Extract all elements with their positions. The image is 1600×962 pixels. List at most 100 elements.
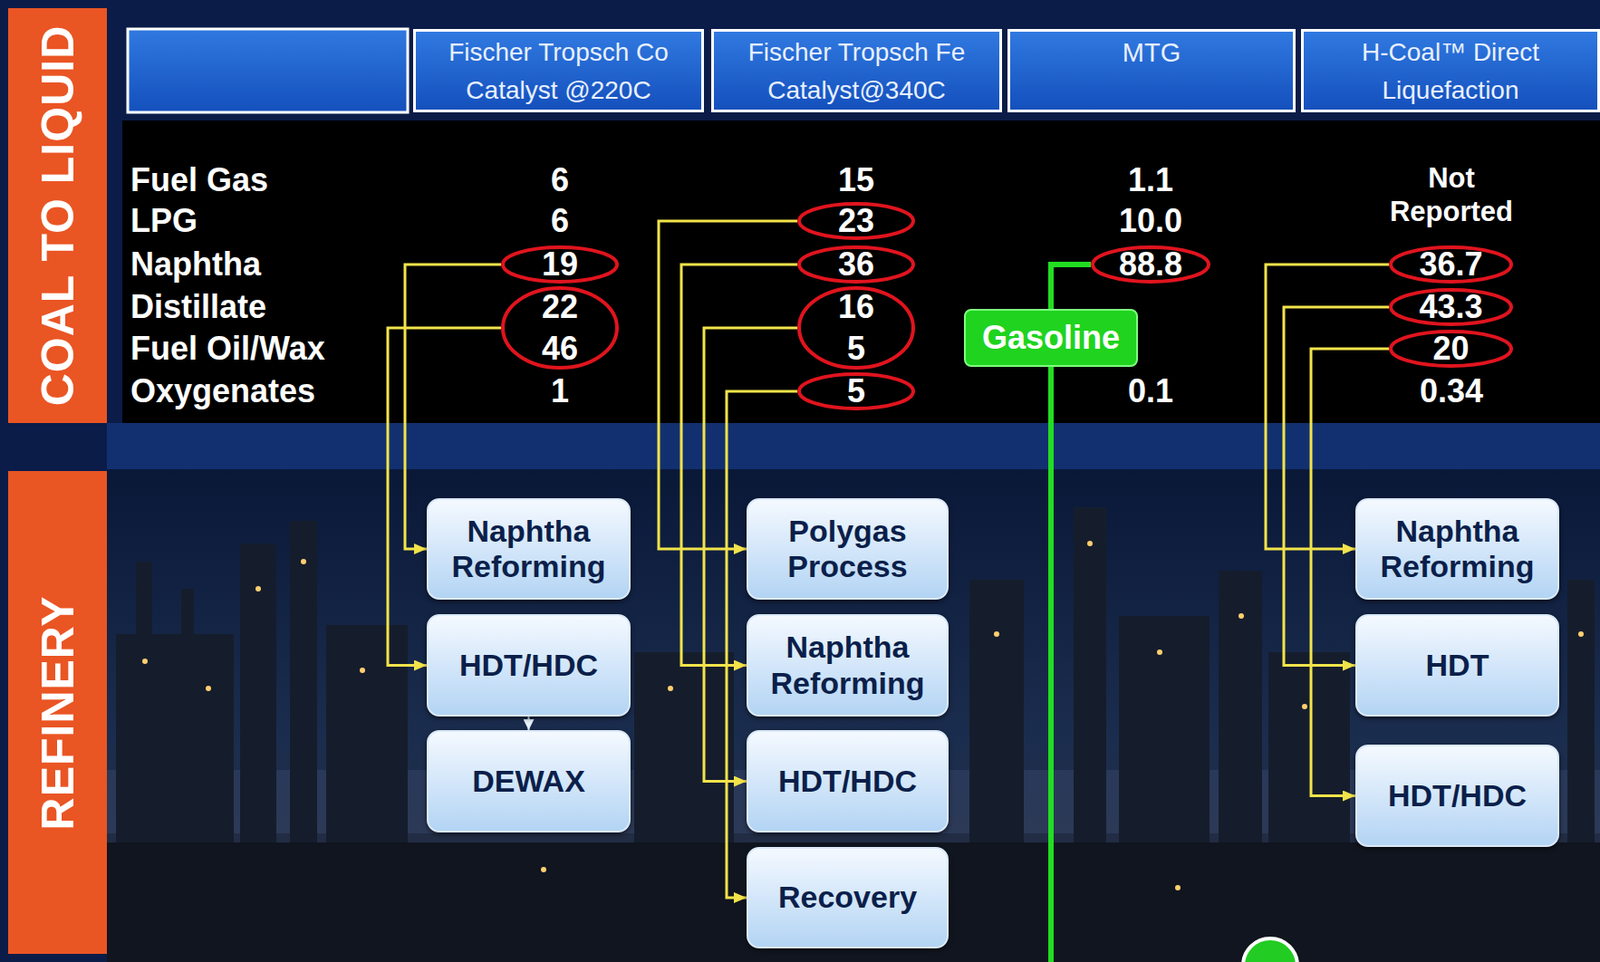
table-cell: 0.1 [1127,373,1174,410]
row-label: Fuel Gas [130,162,269,199]
table-cell: 1.1 [1127,162,1174,199]
row-label: Distillate [130,289,267,326]
process-box: Naphtha Reforming [746,614,949,717]
blank-header-cell [127,28,408,113]
highlight-ring: 36 [797,245,916,284]
node-label: Naphtha Reforming [755,629,940,701]
light [1175,885,1181,891]
light [300,559,307,565]
node-label: HDT/HDC [459,647,598,684]
highlight-ring: 36.7 [1388,245,1514,284]
light [667,685,674,692]
value-number: 5 [847,370,866,413]
process-box: Naphtha Reforming [426,498,631,600]
node-label: HDT [1426,647,1490,684]
ground [106,842,1600,962]
highlight-ring: 165 [797,286,916,370]
process-box: Naphtha Reforming [1355,498,1560,600]
light [540,867,547,873]
value-number: 19 [541,243,579,286]
section-band: REFINERY [8,471,107,955]
green-icon [1243,938,1298,962]
row-label: Naphtha [130,246,261,283]
gasoline-line [1048,366,1054,962]
node-label: Naphtha Reforming [1364,513,1551,585]
flow-connector [681,264,798,666]
light [1087,540,1093,547]
node-label: MTG [1122,33,1181,74]
table-cell: 0.34 [1419,373,1484,410]
row-label: Fuel Oil/Wax [130,330,326,367]
process-box: Polygas Process [746,498,949,600]
column-header: Fischer Tropsch Fe Catalyst@340C [711,28,1003,113]
table-cell: 6 [550,202,569,240]
value-number: 36 [838,243,875,286]
light [1156,649,1163,656]
light [142,658,148,665]
node-label: Polygas Process [755,513,940,585]
light [255,586,261,592]
process-box: HDT/HDC [1355,744,1560,848]
refinery-photo [106,469,1600,962]
process-box: DEWAX [426,730,631,833]
value-number: 20 [1432,327,1469,370]
column-header: MTG [1007,28,1296,113]
table-cell: 6 [550,162,569,199]
value-number: 36.7 [1418,243,1483,286]
value-number: 22 [541,286,579,328]
highlight-ring: 23 [797,202,916,241]
table-cell: 10.0 [1118,202,1183,240]
table-cell: 1 [550,373,569,410]
process-box: Recovery [746,847,949,949]
section-title: REFINERY [31,595,85,830]
node-label: Recovery [778,879,917,916]
flow-connector [1283,307,1389,666]
stack [181,588,194,635]
row-label: LPG [130,202,198,240]
product-tag: Gasoline [963,308,1138,367]
highlight-ring: 2246 [501,286,619,370]
value-number: 23 [838,200,875,242]
divider-band [106,423,1600,470]
node-label: H-Coal™ Direct Liquefaction [1312,33,1589,110]
light [205,685,212,692]
value-number: 5 [847,327,866,370]
highlight-ring: 88.8 [1090,245,1211,284]
table-panel [122,120,1600,424]
column-header: H-Coal™ Direct Liquefaction [1301,28,1600,113]
highlight-ring: 43.3 [1388,288,1514,327]
flow-connector [528,716,531,731]
highlight-ring: 5 [797,372,916,411]
light [359,667,366,674]
node-label: Fischer Tropsch Co Catalyst @220C [424,33,693,110]
light [993,631,1000,637]
highlight-ring: 19 [501,245,619,284]
table-cell: Not Reported [1372,161,1532,229]
value-number: 43.3 [1418,286,1483,328]
process-box: HDT/HDC [746,730,949,833]
section-title: COAL TO LIQUID [31,25,85,407]
section-band: COAL TO LIQUID [8,8,107,424]
node-label: DEWAX [472,763,586,800]
stack [135,561,153,635]
node-label: HDT/HDC [1387,778,1527,814]
node-label: HDT/HDC [778,763,917,800]
value-number: 46 [541,327,579,370]
highlight-ring: 20 [1388,329,1514,368]
value-number: 88.8 [1118,243,1183,286]
flow-connector [1050,264,1091,309]
light [1578,631,1584,637]
row-label: Oxygenates [130,373,316,410]
node-label: Naphtha Reforming [435,513,622,585]
light [1238,613,1244,619]
process-box: HDT/HDC [426,614,631,717]
light [1301,703,1308,710]
node-label: Fischer Tropsch Fe Catalyst@340C [722,33,991,110]
node-label: Gasoline [982,319,1120,357]
table-cell: 15 [838,162,875,199]
column-header: Fischer Tropsch Co Catalyst @220C [413,28,704,113]
value-number: 16 [838,286,875,328]
process-box: HDT [1355,614,1560,717]
